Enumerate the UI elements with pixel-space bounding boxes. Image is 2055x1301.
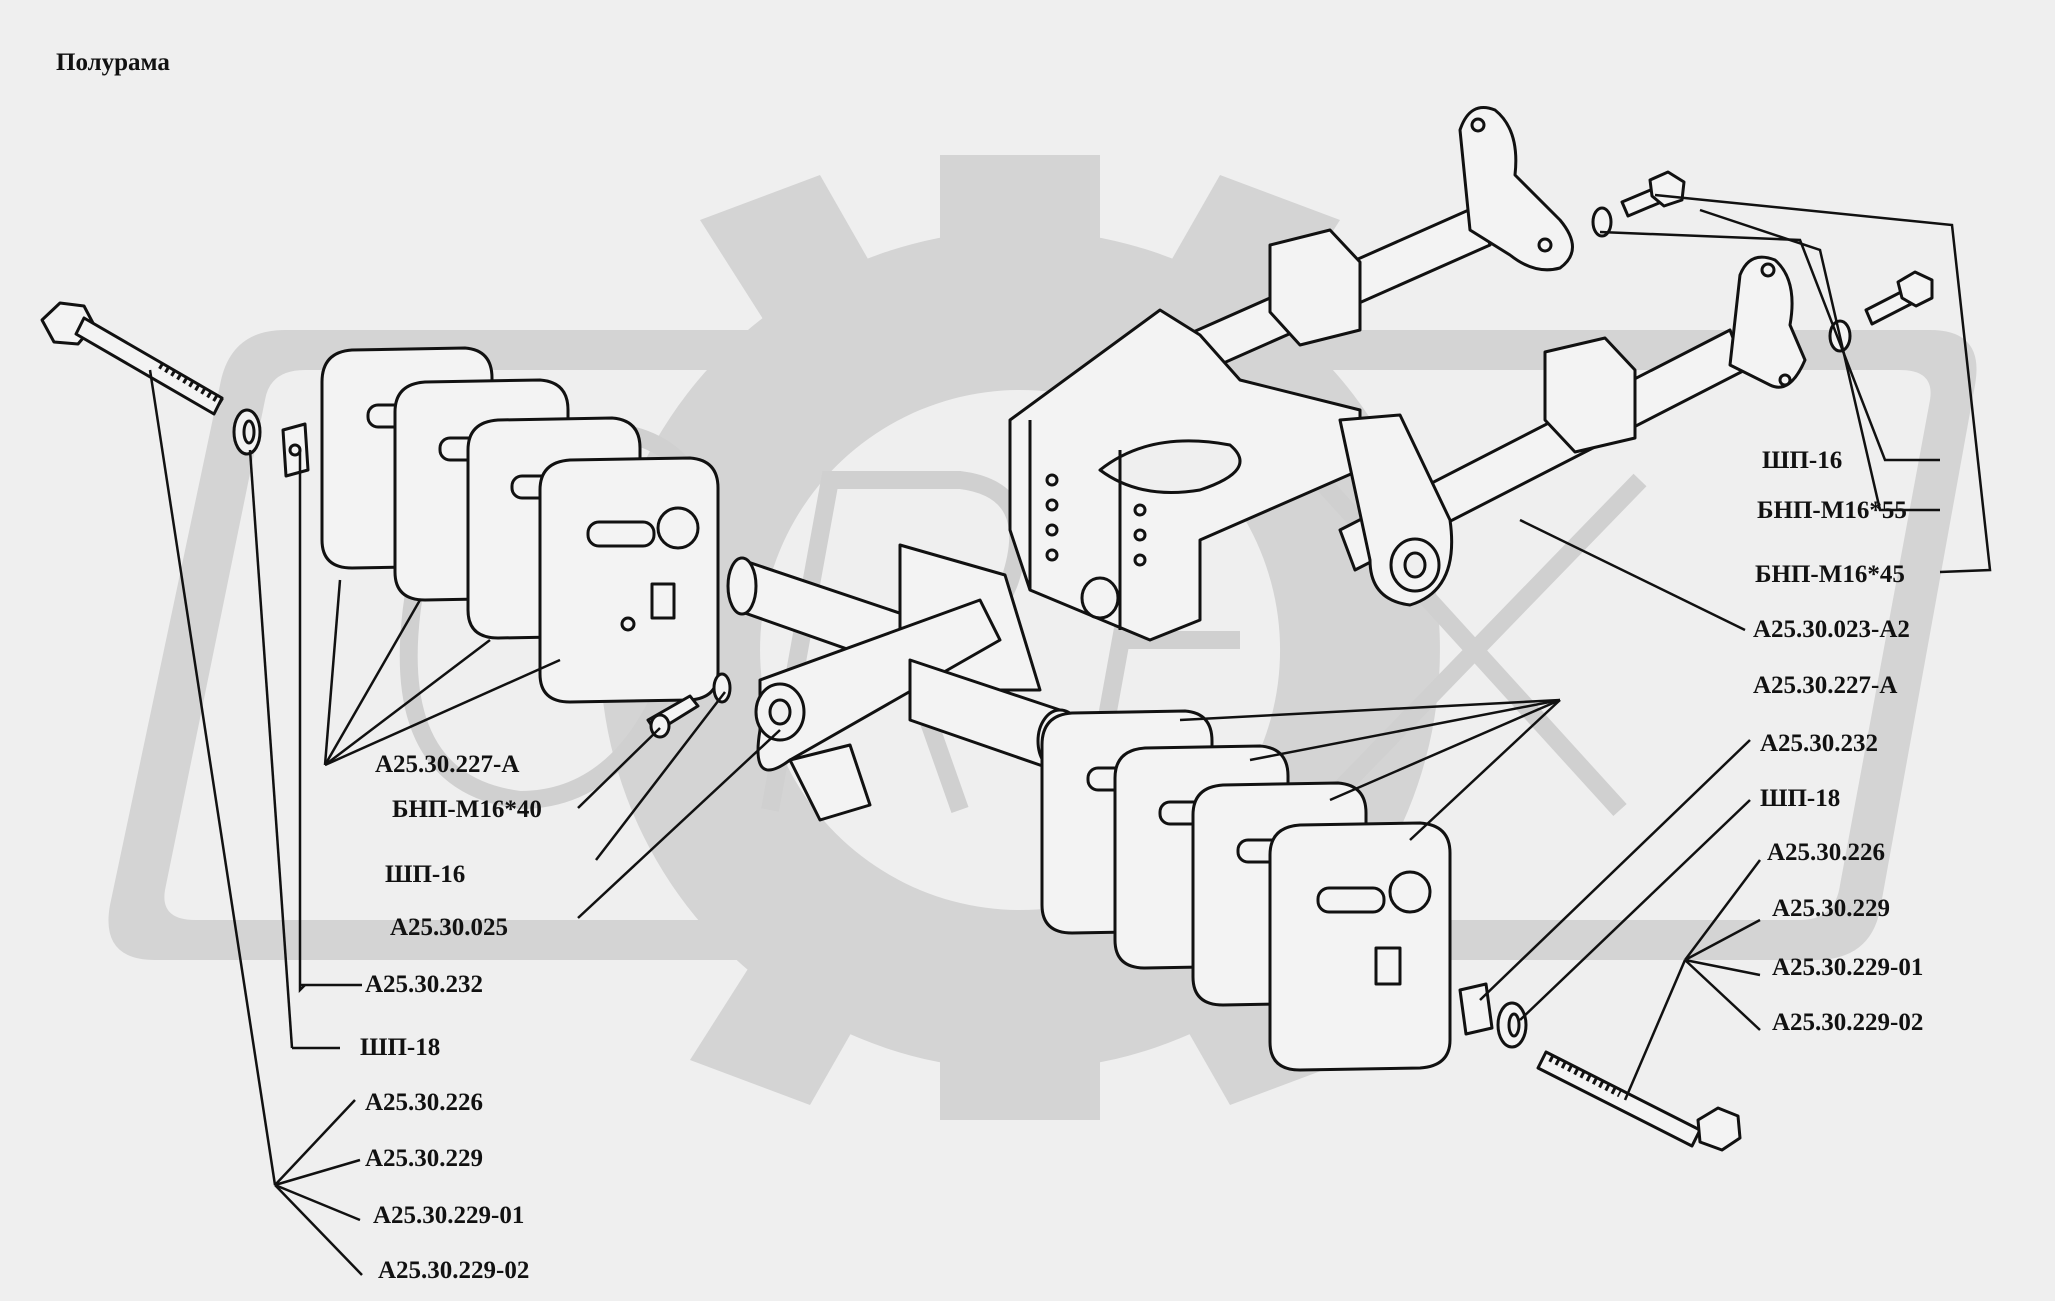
label-right-plate: А25.30.232 [1760,730,1879,757]
parts [40,106,1934,1152]
label-right-washer-shp18: ШП-18 [1760,785,1841,812]
label-right-pad-group: А25.30.227-А [1753,672,1898,699]
right-washer-shp18 [1496,1001,1528,1049]
label-left-bolt-226: А25.30.226 [365,1089,484,1116]
label-right-bolt-226: А25.30.226 [1767,839,1886,866]
label-left-bolt-229: А25.30.229 [365,1145,484,1172]
right-long-bolt [1536,1050,1742,1152]
label-right-bolt-229: А25.30.229 [1772,895,1891,922]
left-long-bolt [40,301,224,416]
label-left-pad-group: А25.30.227-А [375,751,520,778]
right-washer-upper [1591,206,1613,238]
leader-lines [148,193,1992,1276]
right-rubber-pads [1040,709,1452,1072]
left-rubber-pads [320,346,720,704]
left-washer-shp16 [712,672,732,704]
left-washer-shp18 [232,408,262,456]
label-frame: А25.30.023-А2 [1753,616,1910,643]
label-right-bolt-229-02: А25.30.229-02 [1772,1009,1924,1036]
label-left-washer-shp18: ШП-18 [360,1034,441,1061]
label-left-washer-shp16: ШП-16 [385,861,466,888]
right-bolt-m16x45 [1864,270,1934,326]
label-right-washer-shp16: ШП-16 [1762,447,1843,474]
left-plate-232 [281,422,310,478]
label-right-bolt-m16x45: БНП-М16*45 [1755,561,1905,588]
label-left-bolt-229-01: А25.30.229-01 [373,1202,525,1229]
diagram-title: Полурама [56,49,170,76]
label-right-bolt-m16x55: БНП-М16*55 [1757,497,1907,524]
half-frame-023 [1008,106,1807,642]
label-left-axle: А25.30.025 [390,914,509,941]
right-bolt-m16x55 [1620,170,1686,218]
label-right-bolt-229-01: А25.30.229-01 [1772,954,1924,981]
label-left-bolt-229-02: А25.30.229-02 [378,1257,530,1284]
label-left-plate: А25.30.232 [365,971,484,998]
label-left-bolt-m16x40: БНП-М16*40 [392,796,542,823]
